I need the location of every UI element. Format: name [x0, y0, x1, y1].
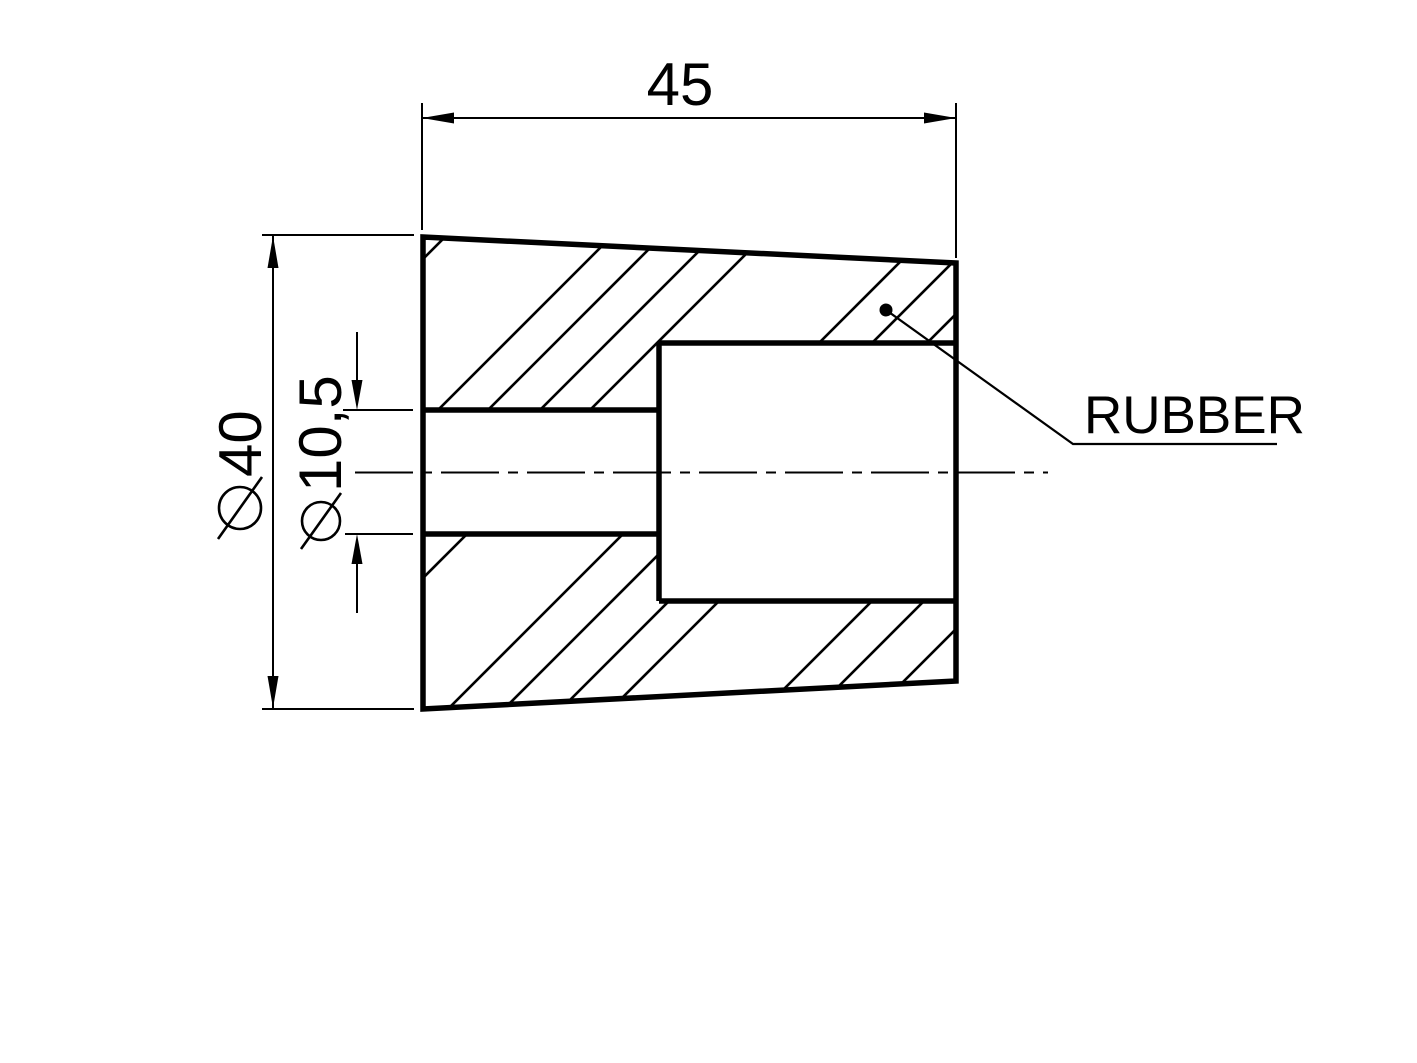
section-hatch-lower: [423, 534, 956, 709]
material-leader: RUBBER: [879, 303, 1305, 446]
dim-outer-diameter: 40: [207, 234, 414, 710]
dim-length: 45: [421, 51, 957, 258]
arrow-left-icon: [422, 112, 454, 124]
dim-bore-diameter-value: 10,5: [287, 375, 354, 492]
arrow-down-icon: [267, 676, 279, 708]
diameter-symbol: [216, 476, 264, 540]
section-hatch-upper: [423, 237, 956, 410]
dim-bore-diameter: 10,5: [287, 332, 413, 613]
arrow-up-icon: [351, 534, 363, 564]
material-label: RUBBER: [1084, 386, 1305, 445]
arrow-right-icon: [924, 112, 956, 124]
dim-length-value: 45: [647, 51, 714, 118]
part-outline: [420, 234, 959, 712]
arrow-up-icon: [267, 236, 279, 268]
bore-edges: [423, 340, 956, 604]
arrow-down-icon: [351, 380, 363, 410]
diameter-symbol: [299, 492, 343, 550]
dim-outer-diameter-value: 40: [207, 410, 274, 477]
